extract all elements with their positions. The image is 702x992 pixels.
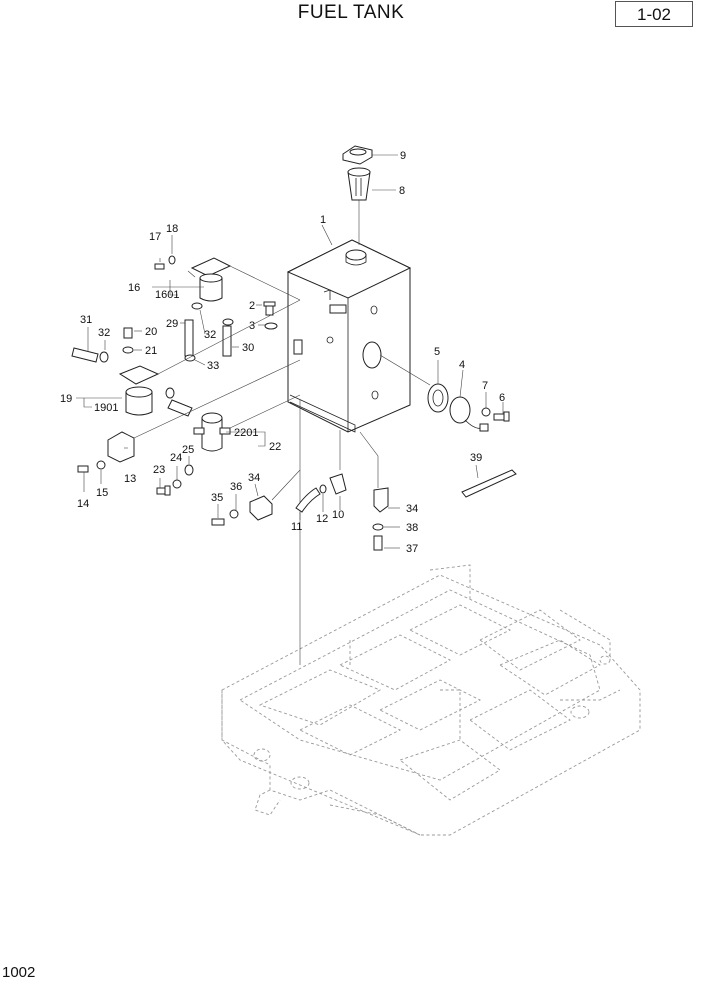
callout-9: 9 (400, 150, 406, 162)
callout-4: 4 (459, 359, 465, 371)
callout-7: 7 (482, 380, 488, 392)
fuel-pump-22 (193, 412, 231, 452)
callout-11: 11 (291, 521, 302, 533)
callout-36: 36 (230, 481, 242, 493)
callout-14: 14 (77, 498, 89, 510)
page-reference: 1-02 (615, 1, 693, 27)
callout-leaders (76, 154, 504, 549)
callout-31: 31 (80, 314, 92, 326)
callout-1: 1 (320, 214, 326, 226)
clamp-32-upper (222, 318, 234, 326)
figure-number: 1002 (2, 964, 36, 981)
hose-separator-pump (167, 399, 193, 417)
bolt-23 (156, 485, 171, 496)
callout-8: 8 (399, 185, 405, 197)
washer-36 (229, 509, 239, 519)
clamp-separator (165, 387, 175, 399)
pump-leader-line (229, 394, 301, 429)
callout-1601: 1601 (155, 289, 179, 301)
bracket-13 (107, 431, 135, 463)
washer-24 (172, 479, 182, 489)
sender-leader-line (379, 354, 431, 386)
callout-25: 25 (182, 444, 194, 456)
bolt-14 (77, 465, 89, 473)
filter-leader-line (229, 265, 301, 301)
bolt-37 (373, 535, 383, 551)
washer-3 (264, 322, 278, 330)
callout-3: 3 (249, 320, 255, 332)
callout-29: 29 (166, 318, 178, 330)
callout-13: 13 (124, 473, 136, 485)
callout-6: 6 (499, 392, 505, 404)
callout-35: 35 (211, 492, 223, 504)
level-gauge-39 (461, 469, 517, 498)
callout-16: 16 (128, 282, 140, 294)
callout-34-left: 34 (248, 472, 260, 484)
bracket-leader-line (133, 359, 301, 439)
drain-cock-10 (329, 473, 347, 495)
callout-2: 2 (249, 300, 255, 312)
hose-30 (222, 325, 232, 357)
washer-7 (481, 407, 491, 417)
callout-5: 5 (434, 346, 440, 358)
washer-15 (96, 460, 106, 470)
callout-33: 33 (207, 360, 219, 372)
callout-32-filter: 32 (204, 329, 216, 341)
callout-32-separator: 32 (98, 327, 110, 339)
callout-37: 37 (406, 543, 418, 555)
bolt-35 (211, 518, 225, 526)
callout-10: 10 (332, 509, 344, 521)
fuel-level-sender (427, 383, 489, 432)
bracket-right-leader (359, 431, 379, 488)
washer-18 (168, 255, 176, 265)
fuel-filter-16 (190, 257, 232, 302)
callout-21: 21 (145, 345, 157, 357)
callout-38: 38 (406, 522, 418, 534)
drain-hose-11 (295, 487, 321, 513)
callout-34-right: 34 (406, 503, 418, 515)
callout-30: 30 (242, 342, 254, 354)
bolt-2 (263, 301, 276, 316)
upper-frame-outline (221, 564, 641, 836)
callout-23: 23 (153, 464, 165, 476)
washer-21 (122, 346, 134, 354)
callout-12: 12 (316, 513, 328, 525)
hose-29 (184, 319, 194, 357)
callout-19: 19 (60, 393, 72, 405)
fuel-tank (286, 239, 412, 433)
washer-25 (184, 464, 194, 476)
fuel-cap (342, 145, 373, 165)
clamp-32-separator (99, 351, 109, 363)
bracket-34-leader (271, 400, 301, 501)
bracket-34-right (373, 487, 389, 513)
callout-labels: 1 2 3 4 5 6 7 8 9 10 11 12 13 14 15 16 1… (60, 150, 505, 555)
callout-18: 18 (166, 223, 178, 235)
callout-15: 15 (96, 487, 108, 499)
callout-2201: 2201 (234, 427, 258, 439)
clamp-33 (184, 354, 196, 362)
bolt-20 (123, 327, 133, 339)
water-separator-19 (118, 365, 160, 416)
bolt-6 (493, 411, 510, 422)
callout-22: 22 (269, 441, 281, 453)
callout-17: 17 (149, 231, 161, 243)
hose-31 (71, 347, 99, 363)
fuel-strainer (347, 167, 371, 201)
washer-38 (372, 523, 384, 531)
callout-20: 20 (145, 326, 157, 338)
callout-24: 24 (170, 452, 182, 464)
bracket-34-left (249, 495, 273, 521)
separator-leader-line (157, 299, 301, 375)
washer-12 (319, 484, 327, 494)
callout-39: 39 (470, 452, 482, 464)
clamp-32-filter (191, 302, 203, 310)
callout-1901: 1901 (94, 402, 118, 414)
page-title: FUEL TANK (297, 2, 405, 23)
bolt-17 (154, 263, 165, 270)
